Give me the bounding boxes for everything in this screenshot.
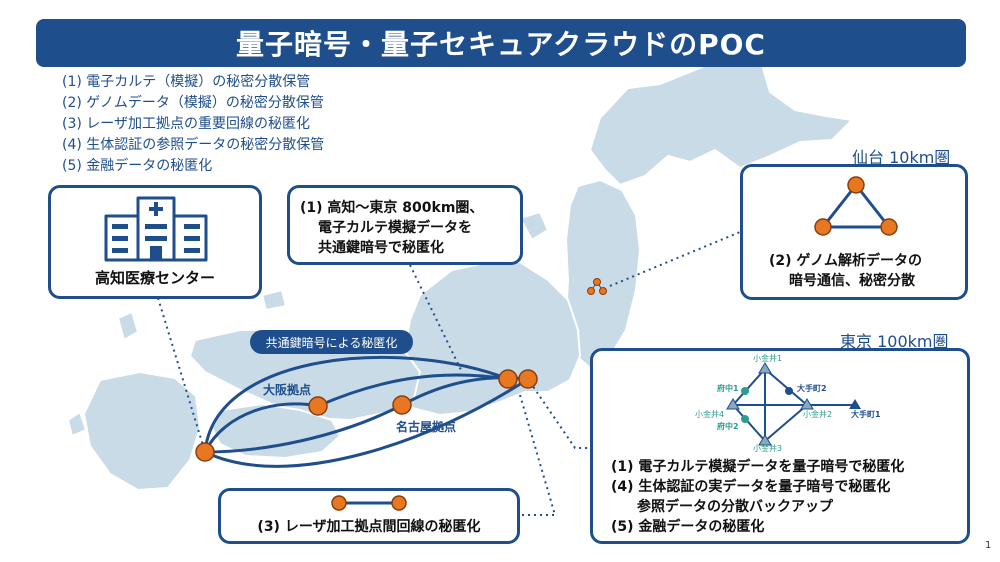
node-label-koganei1: 小金井1 <box>753 354 783 363</box>
tokyo-line4: (5) 金融データの秘匿化 <box>611 519 765 535</box>
sado-island-shape <box>519 211 549 241</box>
node-label-otemachi2: 大手町2 <box>797 384 827 393</box>
sendai-node-cluster <box>587 278 607 295</box>
node-label-otemachi1: 大手町1 <box>851 410 881 419</box>
tokyo-line1: (1) 電子カルテ模擬データを量子暗号で秘匿化 <box>611 459 905 475</box>
hospital-name: 高知医療センター <box>94 269 215 287</box>
hospital-box: 高知医療センター <box>48 185 262 299</box>
laser-box-text: (3) レーザ加工拠点間回線の秘匿化 <box>257 519 481 535</box>
tokyo-node-1 <box>498 369 518 389</box>
laser-box: (3) レーザ加工拠点間回線の秘匿化 <box>218 488 520 544</box>
laser-link-icon <box>331 495 407 511</box>
node-label-koganei4: 小金井4 <box>695 410 725 419</box>
goto-island-shape <box>67 411 87 437</box>
page-number: 1 <box>985 540 992 551</box>
use-case-list: (1) 電子カルテ（模擬）の秘密分散保管 (2) ゲノムデータ（模擬）の秘密分散… <box>62 72 324 177</box>
tokyo-region-label: 東京 100km圏 <box>840 332 949 351</box>
nagoya-label: 名古屋拠点 <box>396 420 457 434</box>
osaka-node <box>308 396 328 416</box>
kochi-tokyo-line2: 電子カルテ模擬データを <box>318 220 472 236</box>
hospital-icon <box>104 196 208 262</box>
use-case-item: (2) ゲノムデータ（模擬）の秘密分散保管 <box>62 95 324 111</box>
nagoya-node <box>392 395 412 415</box>
laser-box-leader-line <box>519 394 557 516</box>
kyushu-shape <box>83 371 201 491</box>
use-case-item: (1) 電子カルテ（模擬）の秘密分散保管 <box>62 74 311 90</box>
kochi-tokyo-box <box>287 185 523 265</box>
tokyo-line3: 参照データの分散バックアップ <box>637 499 833 515</box>
tokyo-node-2 <box>518 369 538 389</box>
tokyo-box: 小金井1 府中1 大手町2 小金井4 小金井2 大手町1 府中2 小金井3 (1… <box>590 348 970 544</box>
tsushima-island-shape <box>117 311 139 341</box>
sendai-box: (2) ゲノム解析データの 暗号通信、秘密分散 <box>740 164 968 300</box>
kochi-box-leader-line <box>409 264 463 373</box>
use-case-item: (3) レーザ加工拠点の重要回線の秘匿化 <box>62 116 311 132</box>
common-key-encryption-pill: 共通鍵暗号による秘匿化 <box>250 330 413 354</box>
sendai-line1: (2) ゲノム解析データの <box>769 253 922 269</box>
page-title: 量子暗号・量子セキュアクラウドのPOC <box>236 28 766 61</box>
kochi-tokyo-line3: 共通鍵暗号で秘匿化 <box>318 240 444 256</box>
sendai-region-label: 仙台 10km圏 <box>852 148 951 167</box>
hokkaido-shape <box>589 54 853 186</box>
sendai-triangle-diagram <box>814 176 898 236</box>
node-label-koganei2: 小金井2 <box>803 410 833 419</box>
osaka-label: 大阪拠点 <box>263 383 312 397</box>
sendai-line2: 暗号通信、秘密分散 <box>789 273 915 289</box>
route-arc-upper <box>203 355 509 453</box>
node-label-fuchu2: 府中2 <box>717 422 739 431</box>
kochi-tokyo-line1: (1) 高知〜東京 800km圏、 <box>300 200 484 216</box>
node-label-fuchu1: 府中1 <box>717 384 739 393</box>
kochi-node <box>195 442 215 462</box>
shikoku-shape <box>211 403 341 459</box>
oki-island-shape <box>261 289 287 311</box>
title-bar: 量子暗号・量子セキュアクラウドのPOC <box>36 19 966 67</box>
tokyo-line2: (4) 生体認証の実データを量子暗号で秘匿化 <box>611 479 891 495</box>
node-label-koganei3: 小金井3 <box>753 444 783 453</box>
route-arc-lower <box>204 377 529 468</box>
tokyo-network-diagram <box>726 362 861 446</box>
use-case-item: (5) 金融データの秘匿化 <box>62 158 213 174</box>
use-case-item: (4) 生体認証の参照データの秘密分散保管 <box>62 137 325 153</box>
